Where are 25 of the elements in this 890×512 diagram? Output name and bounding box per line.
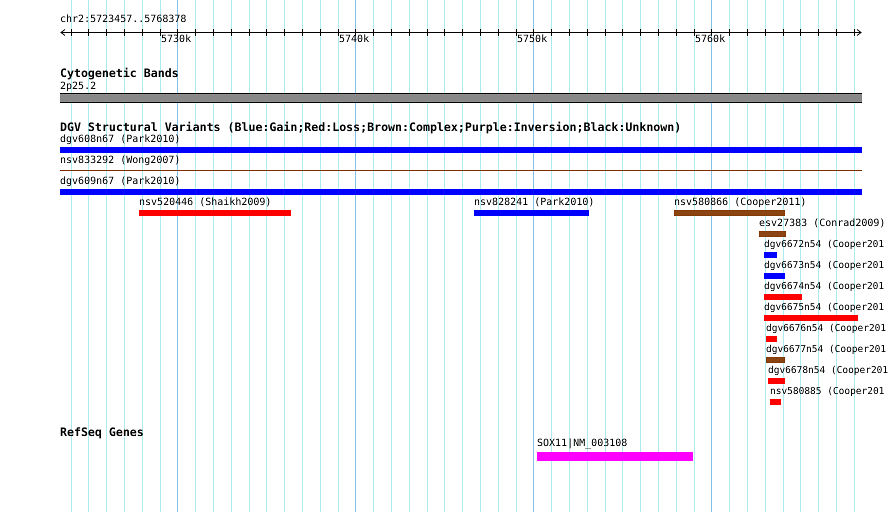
track-title: DGV Structural Variants (Blue:Gain;Red:Loss;Brown:Complex;Purple:Inversion;Black:Unknown) <box>60 121 682 134</box>
variant-label: nsv833292 (Wong2007) <box>60 155 180 166</box>
variant-label: dgv6673n54 (Cooper201 <box>764 260 884 271</box>
variant-label: nsv520446 (Shaikh2009) <box>139 197 272 208</box>
axis-tick-label: 5750k <box>517 34 548 45</box>
variant-label: esv27383 (Conrad2009) <box>759 218 886 229</box>
axis-tick-label: 5730k <box>161 34 192 45</box>
axis-tick-label: 5760k <box>695 34 726 45</box>
variant-label: dgv6675n54 (Cooper201 <box>764 302 884 313</box>
variant-label: dgv608n67 (Park2010) <box>60 134 180 145</box>
variant-label: dgv6672n54 (Cooper201 <box>764 239 884 250</box>
gene-label: SOX11|NM_003108 <box>537 438 628 449</box>
variant-label: dgv6677n54 (Cooper201 <box>766 344 886 355</box>
ruler-range-label: chr2:5723457..5768378 <box>60 14 186 25</box>
track-title: RefSeq Genes <box>60 426 144 439</box>
track-title: Cytogenetic Bands <box>60 67 179 80</box>
variant-label: nsv580866 (Cooper2011) <box>674 197 806 208</box>
variant-label: dgv6676n54 (Cooper201 <box>766 323 886 334</box>
variant-label: dgv6674n54 (Cooper201 <box>764 281 884 292</box>
variant-label: nsv828241 (Park2010) <box>474 197 594 208</box>
cytoband-label: 2p25.2 <box>60 81 96 92</box>
variant-label: dgv609n67 (Park2010) <box>60 176 180 187</box>
variant-label: nsv580885 (Cooper201 <box>770 386 884 397</box>
axis-tick-label: 5740k <box>339 34 370 45</box>
variant-label: dgv6678n54 (Cooper201 <box>768 365 888 376</box>
